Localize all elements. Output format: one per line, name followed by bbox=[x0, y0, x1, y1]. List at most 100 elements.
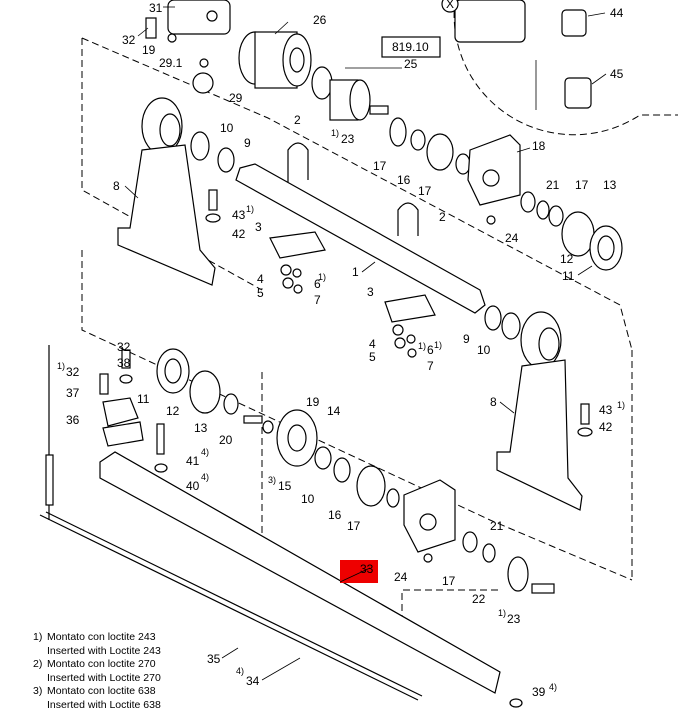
part-label-7: 7 bbox=[427, 359, 434, 373]
part-label-36: 36 bbox=[66, 413, 80, 427]
housing-bore bbox=[160, 114, 180, 146]
ring-9-upper bbox=[218, 148, 234, 172]
part-label-41: 41 bbox=[186, 454, 200, 468]
footnote-mark: 1) bbox=[434, 340, 442, 350]
part-label-29: 29 bbox=[229, 91, 243, 105]
leader-44 bbox=[588, 13, 605, 16]
part-label-7: 7 bbox=[314, 293, 321, 307]
footnote-mark: 1) bbox=[418, 341, 426, 351]
footnote-italian: Montato con loctite 270 bbox=[47, 658, 156, 670]
part-label-12: 12 bbox=[560, 252, 574, 266]
part-label-32: 32 bbox=[66, 365, 80, 379]
part-label-39: 39 bbox=[532, 685, 546, 699]
ring-21-upper bbox=[521, 192, 535, 212]
ring-17-lower bbox=[483, 544, 495, 562]
flange-14-inner bbox=[288, 425, 306, 451]
bearing-11-mid-inner bbox=[165, 359, 181, 383]
part-label-23: 23 bbox=[507, 612, 521, 626]
part-label-10: 10 bbox=[220, 121, 234, 135]
bearing-16-upper bbox=[427, 134, 453, 170]
leader-8b bbox=[500, 402, 514, 413]
part-label-14: 14 bbox=[327, 404, 341, 418]
part-label-2: 2 bbox=[439, 210, 446, 224]
support-8-lower bbox=[497, 360, 582, 510]
highlighted-part-label: 33 bbox=[360, 562, 374, 576]
part-label-17: 17 bbox=[442, 574, 456, 588]
nut-7-upper bbox=[294, 285, 302, 293]
leader-35 bbox=[222, 648, 238, 658]
bearing-11-upper-inner bbox=[598, 236, 614, 260]
footnote-italian: Montato con loctite 638 bbox=[47, 685, 156, 697]
part-label-37: 37 bbox=[66, 386, 80, 400]
reference-box-text: 819.10 bbox=[392, 40, 429, 54]
detail-x-mark: X bbox=[446, 0, 454, 11]
ring-13-mid bbox=[224, 394, 238, 414]
part-label-24: 24 bbox=[505, 231, 519, 245]
leader-1 bbox=[362, 262, 375, 272]
part-label-17: 17 bbox=[347, 519, 361, 533]
nut-4-upper bbox=[281, 265, 291, 275]
part-label-29.1: 29.1 bbox=[159, 56, 183, 70]
part-label-21: 21 bbox=[546, 178, 560, 192]
gear-top bbox=[390, 118, 406, 146]
part-label-38: 38 bbox=[117, 356, 131, 370]
bolt-41 bbox=[157, 424, 164, 454]
part-label-40: 40 bbox=[186, 479, 200, 493]
footnote-mark: 4) bbox=[201, 447, 209, 457]
clamp-plate-3-upper bbox=[270, 232, 325, 258]
washer-19-top bbox=[168, 34, 176, 42]
footnotes: 1)Montato con loctite 243 Inserted with … bbox=[33, 631, 161, 712]
part-label-20: 20 bbox=[219, 433, 233, 447]
bearing-16-mid bbox=[357, 466, 385, 506]
footnote-number: 3) bbox=[33, 685, 47, 699]
part-label-17: 17 bbox=[575, 178, 589, 192]
footnote-mark: 3) bbox=[268, 475, 276, 485]
part-label-25: 25 bbox=[404, 57, 418, 71]
footnote-mark: 4) bbox=[201, 472, 209, 482]
gear-22 bbox=[508, 557, 528, 591]
part-label-3: 3 bbox=[367, 285, 374, 299]
ubolt-2-upper bbox=[288, 143, 308, 182]
part-label-45: 45 bbox=[610, 67, 624, 81]
footnote-number: 1) bbox=[33, 631, 47, 645]
part-label-35: 35 bbox=[207, 652, 221, 666]
nut-4-lower bbox=[393, 325, 403, 335]
nut-6-upper bbox=[293, 269, 301, 277]
leader-45 bbox=[592, 74, 606, 84]
part-label-5: 5 bbox=[369, 350, 376, 364]
washer-42-lower bbox=[578, 428, 592, 436]
screw-23-top bbox=[370, 106, 388, 114]
part-label-10: 10 bbox=[477, 343, 491, 357]
footnote-mark: 1) bbox=[331, 128, 339, 138]
part-label-24: 24 bbox=[394, 570, 408, 584]
part-label-8: 8 bbox=[113, 179, 120, 193]
part-label-22: 22 bbox=[472, 592, 486, 606]
part-label-18: 18 bbox=[532, 139, 546, 153]
part-label-31: 31 bbox=[149, 1, 163, 15]
oring-29-1 bbox=[200, 59, 208, 67]
part-label-13: 13 bbox=[603, 178, 617, 192]
part-label-17: 17 bbox=[418, 184, 432, 198]
ring-17-mid bbox=[387, 489, 399, 507]
footnote-mark: 1) bbox=[498, 608, 506, 618]
bracket-37 bbox=[103, 398, 138, 426]
ring-15 bbox=[315, 447, 331, 469]
part-label-32: 32 bbox=[117, 340, 131, 354]
screw-23-lower bbox=[532, 584, 554, 593]
footnote-english: Inserted with Loctite 638 bbox=[33, 699, 161, 712]
leader-11a bbox=[578, 266, 592, 275]
ring-17-upper-c bbox=[537, 201, 549, 219]
part-label-42: 42 bbox=[599, 420, 613, 434]
coupling-26-bore bbox=[290, 48, 304, 72]
motor-flange-31 bbox=[168, 0, 230, 34]
part-label-21: 21 bbox=[490, 519, 504, 533]
part-label-11: 11 bbox=[137, 392, 150, 406]
footnote-mark: 1) bbox=[318, 272, 326, 282]
washer-19-mid bbox=[263, 421, 273, 433]
part-label-10: 10 bbox=[301, 492, 315, 506]
ring-10-mid bbox=[334, 458, 350, 482]
footnote-mark: 1) bbox=[246, 204, 254, 214]
footnote-2: 2)Montato con loctite 270 Inserted with … bbox=[33, 658, 161, 685]
part-label-8: 8 bbox=[490, 395, 497, 409]
